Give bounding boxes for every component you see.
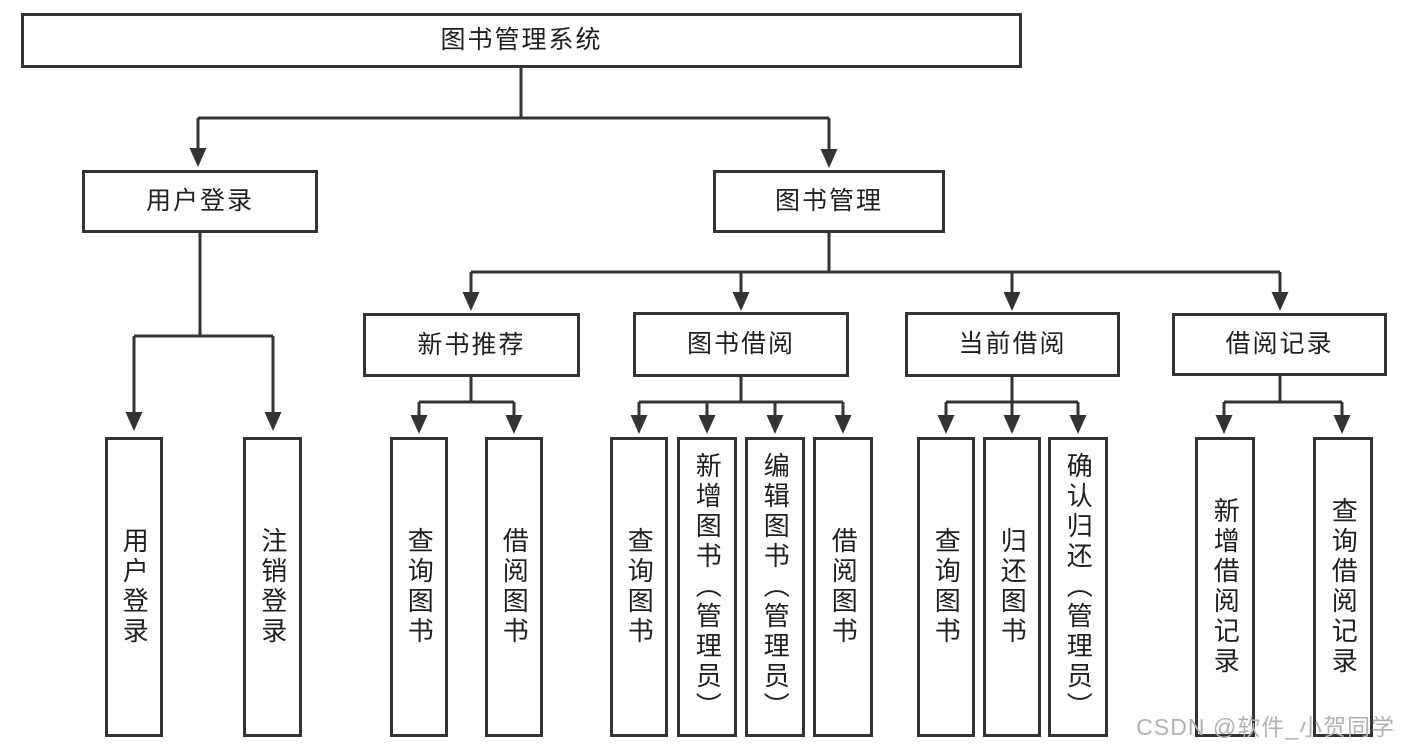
arrow-down-icon bbox=[189, 148, 207, 167]
leaf-borrow-books: 借阅图书 bbox=[485, 437, 543, 737]
current-borrow-children-connector bbox=[937, 377, 1087, 434]
node-label: 借阅记录 bbox=[1225, 330, 1334, 358]
arrow-down-icon bbox=[125, 412, 143, 431]
arrow-down-icon bbox=[766, 415, 784, 434]
node-book-borrow: 图书借阅 bbox=[633, 312, 849, 377]
node-label: 归还图书 bbox=[997, 527, 1028, 647]
leaf-add-books-admin: 新增图书（管理员） bbox=[677, 437, 737, 737]
user-branch-connector bbox=[125, 233, 282, 431]
arrow-down-icon bbox=[1333, 415, 1351, 434]
csdn-watermark: CSDN @软件_小贺同学 bbox=[1136, 714, 1395, 740]
new-book-children-connector bbox=[410, 377, 523, 434]
node-label: 图书管理 bbox=[774, 187, 883, 215]
leaf-borrow-books: 借阅图书 bbox=[813, 437, 873, 737]
root-to-level2-connector bbox=[189, 68, 838, 168]
node-label: 编辑图书（管理员） bbox=[760, 452, 791, 722]
arrow-down-icon bbox=[1003, 292, 1021, 311]
leaf-logout: 注销登录 bbox=[243, 437, 302, 737]
node-book-management: 图书管理 bbox=[713, 170, 945, 233]
leaf-query-books: 查询图书 bbox=[917, 437, 975, 737]
arrow-down-icon bbox=[820, 149, 838, 168]
arrow-down-icon bbox=[264, 412, 282, 431]
node-label: 新增借阅记录 bbox=[1210, 497, 1241, 677]
leaf-user-login: 用户登录 bbox=[105, 437, 163, 737]
node-new-book-recommend: 新书推荐 bbox=[363, 313, 580, 377]
node-label: 确认归还（管理员） bbox=[1063, 452, 1094, 722]
leaf-query-books: 查询图书 bbox=[390, 437, 448, 737]
node-label: 借阅图书 bbox=[499, 527, 530, 647]
node-label: 用户登录 bbox=[145, 187, 254, 215]
node-label: 查询图书 bbox=[404, 527, 435, 647]
arrow-down-icon bbox=[834, 415, 852, 434]
leaf-return-books: 归还图书 bbox=[983, 437, 1041, 737]
node-label: 新增图书（管理员） bbox=[692, 452, 723, 722]
node-label: 注销登录 bbox=[257, 527, 288, 647]
arrow-down-icon bbox=[462, 292, 480, 311]
arrow-down-icon bbox=[1069, 415, 1087, 434]
node-root-system: 图书管理系统 bbox=[21, 13, 1022, 68]
node-label: 查询借阅记录 bbox=[1328, 497, 1359, 677]
arrow-down-icon bbox=[410, 415, 428, 434]
node-label: 查询图书 bbox=[624, 527, 655, 647]
leaf-query-books: 查询图书 bbox=[610, 437, 668, 737]
arrow-down-icon bbox=[1271, 292, 1289, 311]
borrow-records-children-connector bbox=[1215, 376, 1351, 434]
arrow-down-icon bbox=[698, 415, 716, 434]
node-label: 查询图书 bbox=[931, 527, 962, 647]
node-label: 用户登录 bbox=[119, 527, 150, 647]
node-label: 借阅图书 bbox=[828, 527, 859, 647]
node-borrow-records: 借阅记录 bbox=[1172, 313, 1387, 376]
leaf-query-borrow-record: 查询借阅记录 bbox=[1313, 437, 1373, 737]
node-label: 图书管理系统 bbox=[440, 26, 603, 54]
book-borrow-children-connector bbox=[630, 377, 852, 434]
arrow-down-icon bbox=[937, 415, 955, 434]
arrow-down-icon bbox=[732, 292, 750, 311]
arrow-down-icon bbox=[505, 415, 523, 434]
arrow-down-icon bbox=[1003, 415, 1021, 434]
book-branch-level3-connector bbox=[462, 233, 1289, 311]
node-label: 新书推荐 bbox=[417, 330, 526, 359]
leaf-confirm-return-admin: 确认归还（管理员） bbox=[1048, 437, 1108, 737]
arrow-down-icon bbox=[630, 415, 648, 434]
leaf-edit-books-admin: 编辑图书（管理员） bbox=[745, 437, 805, 737]
node-label: 图书借阅 bbox=[686, 330, 795, 358]
node-current-borrow: 当前借阅 bbox=[905, 312, 1120, 377]
node-user-login: 用户登录 bbox=[82, 170, 318, 233]
node-label: 当前借阅 bbox=[958, 330, 1067, 358]
arrow-down-icon bbox=[1215, 415, 1233, 434]
leaf-add-borrow-record: 新增借阅记录 bbox=[1195, 437, 1255, 737]
